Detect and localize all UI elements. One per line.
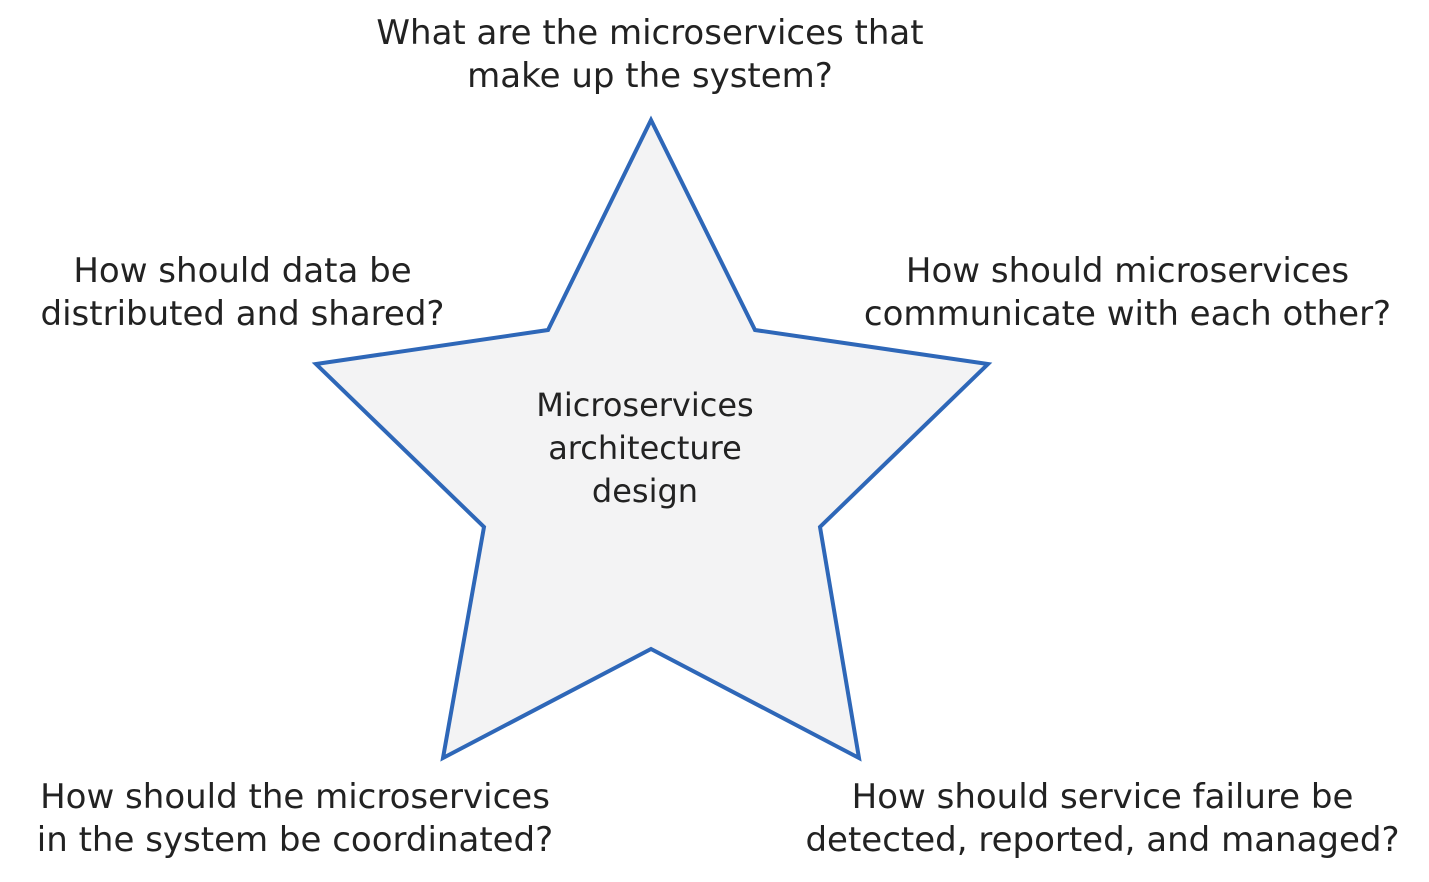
question-left-line-2: distributed and shared?	[40, 294, 445, 334]
question-bottom-right-line-1: How should service failure be	[851, 777, 1354, 817]
question-top: What are the microservices that make up …	[350, 12, 950, 98]
question-right-line-2: communicate with each other?	[863, 294, 1392, 334]
question-bottom-right-line-2: detected, reported, and managed?	[805, 820, 1400, 860]
question-left-line-1: How should data be	[73, 251, 412, 291]
question-bottom-left-line-1: How should the microservices	[40, 777, 550, 817]
center-label-line-1: Microservices	[536, 386, 754, 424]
question-right-line-1: How should microservices	[905, 251, 1350, 291]
center-label-line-3: design	[591, 472, 699, 510]
center-label: Microservices architecture design	[495, 384, 795, 513]
center-label-line-2: architecture	[548, 429, 742, 467]
question-top-line-1: What are the microservices that	[376, 13, 924, 53]
question-bottom-left: How should the microservices in the syst…	[10, 776, 580, 862]
question-bottom-right: How should service failure be detected, …	[780, 776, 1425, 862]
question-bottom-left-line-2: in the system be coordinated?	[36, 820, 554, 860]
question-left: How should data be distributed and share…	[10, 250, 475, 336]
question-top-line-2: make up the system?	[467, 56, 833, 96]
question-right: How should microservices communicate wit…	[835, 250, 1420, 336]
star-shape	[311, 115, 993, 762]
